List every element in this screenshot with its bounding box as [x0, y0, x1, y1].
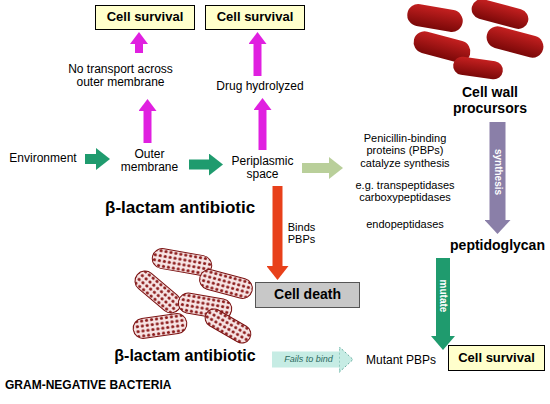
node-text: No transport across outer membrane [58, 63, 183, 90]
rod-cell [484, 24, 546, 60]
step-text: Outer membrane [112, 145, 187, 177]
node-text: Environment [9, 152, 76, 165]
outcome-box: Cell survival [448, 345, 545, 371]
node-text: Cell survival [458, 351, 535, 366]
block-arrow [254, 44, 262, 76]
step-text: Environment [3, 150, 83, 168]
node-text: Periplasmic space [225, 155, 300, 182]
rod-cell [452, 56, 504, 81]
drug-name: β-lactam antibiotic [105, 199, 285, 218]
node-text: Cell death [274, 287, 341, 303]
edge-label: synthesis [492, 137, 503, 207]
step-text: Penicillin-binding proteins (PBPs) catal… [345, 132, 465, 236]
step-text: peptidoglycan [455, 236, 540, 256]
block-arrow [135, 44, 143, 53]
edge-label: Fails to bind [274, 355, 344, 365]
step-text: Drug hydrolyzed [210, 78, 310, 96]
outcome-box: Cell survival [205, 5, 305, 30]
block-arrow [85, 154, 96, 164]
dotted-bacteria [131, 247, 255, 346]
outcome-box: Cell death [255, 282, 360, 308]
block-arrow [302, 163, 329, 173]
node-text: peptidoglycan [450, 238, 545, 254]
node-text: Penicillin-binding proteins (PBPs) catal… [345, 132, 465, 169]
step-text: Mutant PBPs [355, 352, 447, 370]
block-arrow [436, 258, 450, 336]
block-arrow [259, 110, 267, 150]
step-text: β-lactam antibiotic [100, 345, 270, 367]
block-arrow [490, 122, 506, 220]
node-text: Cell wall procursors [440, 85, 540, 116]
step-text: Cell wall procursors [440, 82, 540, 120]
block-arrow [189, 160, 209, 170]
node-text: Drug hydrolyzed [216, 80, 303, 93]
rod-cell [469, 0, 530, 31]
step-text: No transport across outer membrane [58, 55, 183, 97]
node-text: e.g. transpeptidases carboxypeptidases [345, 179, 465, 204]
figure-caption: GRAM-NEGATIVE BACTERIA [5, 379, 205, 392]
outcome-box: Cell survival [95, 5, 195, 30]
rod-cell [406, 2, 465, 33]
node-text: Mutant PBPs [366, 354, 436, 367]
block-arrow [273, 186, 283, 266]
dotted-cell [131, 267, 185, 317]
edge-label: Binds PBPs [284, 221, 320, 245]
block-arrow [144, 111, 152, 143]
node-text: Cell survival [217, 10, 294, 25]
dotted-cell [202, 306, 254, 347]
node-text: β-lactam antibiotic [114, 347, 255, 365]
node-text: endopeptidases [366, 218, 444, 230]
step-text: Periplasmic space [225, 152, 300, 184]
dotted-cell [132, 312, 188, 339]
node-text: Outer membrane [112, 148, 187, 175]
edge-label: mutate [438, 266, 449, 326]
node-text: Cell survival [107, 10, 184, 25]
rod-bacteria [406, 0, 546, 80]
